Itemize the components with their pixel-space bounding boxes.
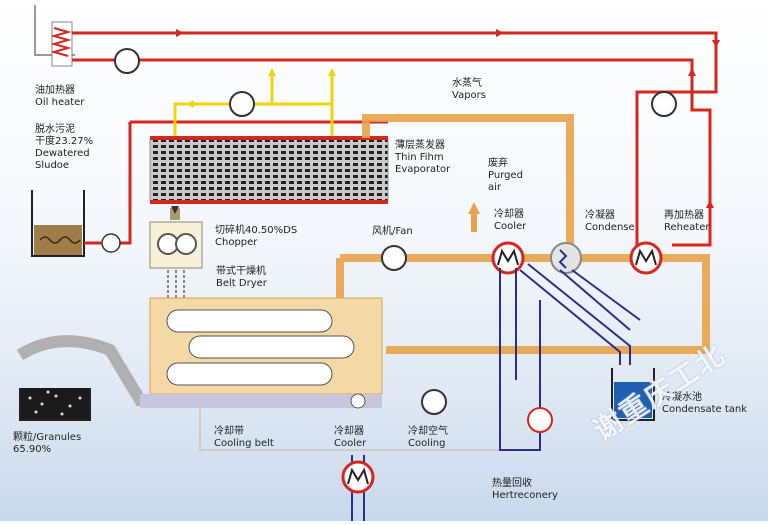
cooling-fan-icon — [421, 389, 447, 415]
fan-label: 风机/Fan — [372, 226, 413, 237]
belt-dryer — [149, 297, 383, 395]
condenser — [550, 242, 582, 274]
sludge-tank — [31, 190, 121, 257]
condensate-tank — [611, 368, 655, 421]
oil-heater — [34, 5, 75, 67]
fan-icon — [381, 245, 407, 271]
cooler-top — [491, 241, 525, 275]
heat-recovery-pump-icon — [527, 407, 553, 433]
reheater — [629, 241, 663, 275]
hot-oil-arrows — [176, 29, 720, 208]
sludge-pump-icon — [101, 233, 121, 253]
vapor-pump-icon — [229, 91, 255, 117]
cooling-belt — [16, 335, 382, 409]
purged-air-arrow — [468, 202, 480, 214]
thin-film-evaporator — [149, 136, 389, 204]
chopper — [149, 206, 203, 302]
bottom-cooler — [341, 455, 375, 521]
reheater-pump-icon — [651, 91, 677, 117]
vapor-arrows — [186, 68, 336, 108]
oil-pump-icon — [114, 48, 140, 74]
cooling-water-lines — [499, 263, 641, 451]
granules-bin — [19, 388, 91, 421]
